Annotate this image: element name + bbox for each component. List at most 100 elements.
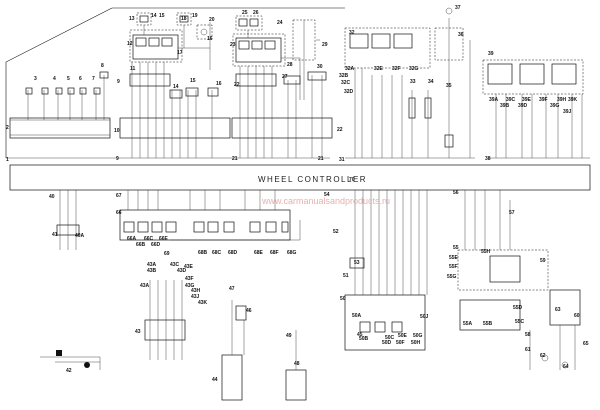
callout-39: 39 xyxy=(488,51,494,57)
component-44 xyxy=(221,300,247,401)
callout-43k: 43K xyxy=(198,300,208,306)
callout-22: 22 xyxy=(234,82,240,88)
callout-50: 50 xyxy=(340,296,346,302)
callout-11: 11 xyxy=(130,66,136,72)
callout-39g: 39G xyxy=(550,103,560,109)
callout-55b: 55B xyxy=(483,321,493,327)
callout-14: 14 xyxy=(173,84,179,90)
callout-55c: 55C xyxy=(515,319,525,325)
callout-8: 8 xyxy=(101,63,104,69)
callout-66: 66 xyxy=(116,210,122,216)
connector-strip-10 xyxy=(119,62,231,158)
callout-69: 69 xyxy=(164,251,170,257)
callout-50f: 50F xyxy=(396,340,405,346)
callout-25: 25 xyxy=(242,10,248,16)
callout-43b: 43B xyxy=(147,268,157,274)
sensor-group-40 xyxy=(56,190,80,250)
callout-16: 16 xyxy=(216,81,222,87)
callout-64: 64 xyxy=(563,364,569,370)
callout-56: 56 xyxy=(453,190,459,196)
relay-block-24 xyxy=(232,15,320,100)
callout-55e: 55E xyxy=(449,255,459,261)
callout-30: 30 xyxy=(317,64,323,70)
callout-41: 41 xyxy=(52,232,58,238)
callout-66d: 66D xyxy=(151,242,161,248)
callout-50d: 50D xyxy=(382,340,392,346)
callout-47: 47 xyxy=(229,286,235,292)
callout-31: 31 xyxy=(339,157,345,163)
callout-43f: 43F xyxy=(185,276,194,282)
callout-43j: 43J xyxy=(191,294,200,300)
callout-32g: 32G xyxy=(409,66,419,72)
callout-39d: 39D xyxy=(518,103,528,109)
callout-32: 32 xyxy=(349,30,355,36)
callout-35: 35 xyxy=(446,83,452,89)
callout-43a: 43A xyxy=(140,283,150,289)
callout-66b: 66B xyxy=(136,242,146,248)
callout-43g: 43G xyxy=(185,283,195,289)
callout-43: 43 xyxy=(135,329,141,335)
callout-62: 62 xyxy=(540,353,546,359)
callout-66c: 66C xyxy=(144,236,154,242)
callout-57: 57 xyxy=(509,210,515,216)
callout-52: 52 xyxy=(333,229,339,235)
callout-22: 22 xyxy=(337,127,343,133)
callout-66a: 66A xyxy=(127,236,137,242)
callout-40: 40 xyxy=(49,194,55,200)
callout-50c: 50C xyxy=(385,335,395,341)
callout-32a: 32A xyxy=(345,66,355,72)
callout-45: 45 xyxy=(357,332,363,338)
callout-50a: 50A xyxy=(352,313,362,319)
callout-55g: 55G xyxy=(447,274,457,280)
callout-10: 10 xyxy=(114,128,120,134)
callout-33: 33 xyxy=(410,79,416,85)
callout-21: 21 xyxy=(232,156,238,162)
callout-18: 18 xyxy=(181,16,187,22)
callout-34: 34 xyxy=(428,79,434,85)
callout-55a: 55A xyxy=(463,321,473,327)
callout-4: 4 xyxy=(53,76,56,82)
callout-13: 13 xyxy=(129,16,135,22)
callout-68b: 68B xyxy=(198,250,208,256)
callout-32c: 32C xyxy=(341,80,351,86)
callout-59: 59 xyxy=(540,258,546,264)
component-48 xyxy=(285,330,307,401)
callout-39e: 39E xyxy=(522,97,532,103)
relay-block-12 xyxy=(129,12,213,70)
callout-43e: 43E xyxy=(184,264,194,270)
callout-39b: 39B xyxy=(500,103,510,109)
callout-43a: 43A xyxy=(147,262,157,268)
callout-29: 29 xyxy=(322,42,328,48)
callout-12: 12 xyxy=(127,41,133,47)
controller-ref: 70 xyxy=(349,177,355,183)
callout-39a: 39A xyxy=(489,97,499,103)
callout-44: 44 xyxy=(212,377,218,383)
switch-group-left xyxy=(9,71,111,139)
callout-49: 49 xyxy=(286,333,292,339)
callout-50e: 50E xyxy=(398,333,408,339)
callout-39j: 39J xyxy=(563,109,572,115)
callout-50j: 50J xyxy=(420,314,429,320)
callout-15: 15 xyxy=(159,13,165,19)
callout-43c: 43C xyxy=(170,262,180,268)
wheel-controller: WHEEL CONTROLLER 70 xyxy=(9,164,591,191)
callout-46: 46 xyxy=(246,308,252,314)
callout-39h: 39H xyxy=(557,97,567,103)
callout-3: 3 xyxy=(34,76,37,82)
callout-55h: 55H xyxy=(481,249,491,255)
callout-55f: 55F xyxy=(449,264,458,270)
callout-68f: 68F xyxy=(270,250,279,256)
callout-5: 5 xyxy=(67,76,70,82)
callout-43d: 43D xyxy=(177,268,187,274)
connector-strip-22 xyxy=(231,66,333,158)
callout-1: 1 xyxy=(6,157,9,163)
relay-block-39 xyxy=(469,40,584,158)
callout-68e: 68E xyxy=(254,250,264,256)
watermark: www.carmanualsandproducts.ru xyxy=(261,196,390,206)
callout-6: 6 xyxy=(79,76,82,82)
callout-16: 16 xyxy=(207,36,213,42)
callout-53: 53 xyxy=(354,260,360,266)
callout-32d: 32D xyxy=(344,89,354,95)
callout-68c: 68C xyxy=(212,250,222,256)
callout-9: 9 xyxy=(116,156,119,162)
